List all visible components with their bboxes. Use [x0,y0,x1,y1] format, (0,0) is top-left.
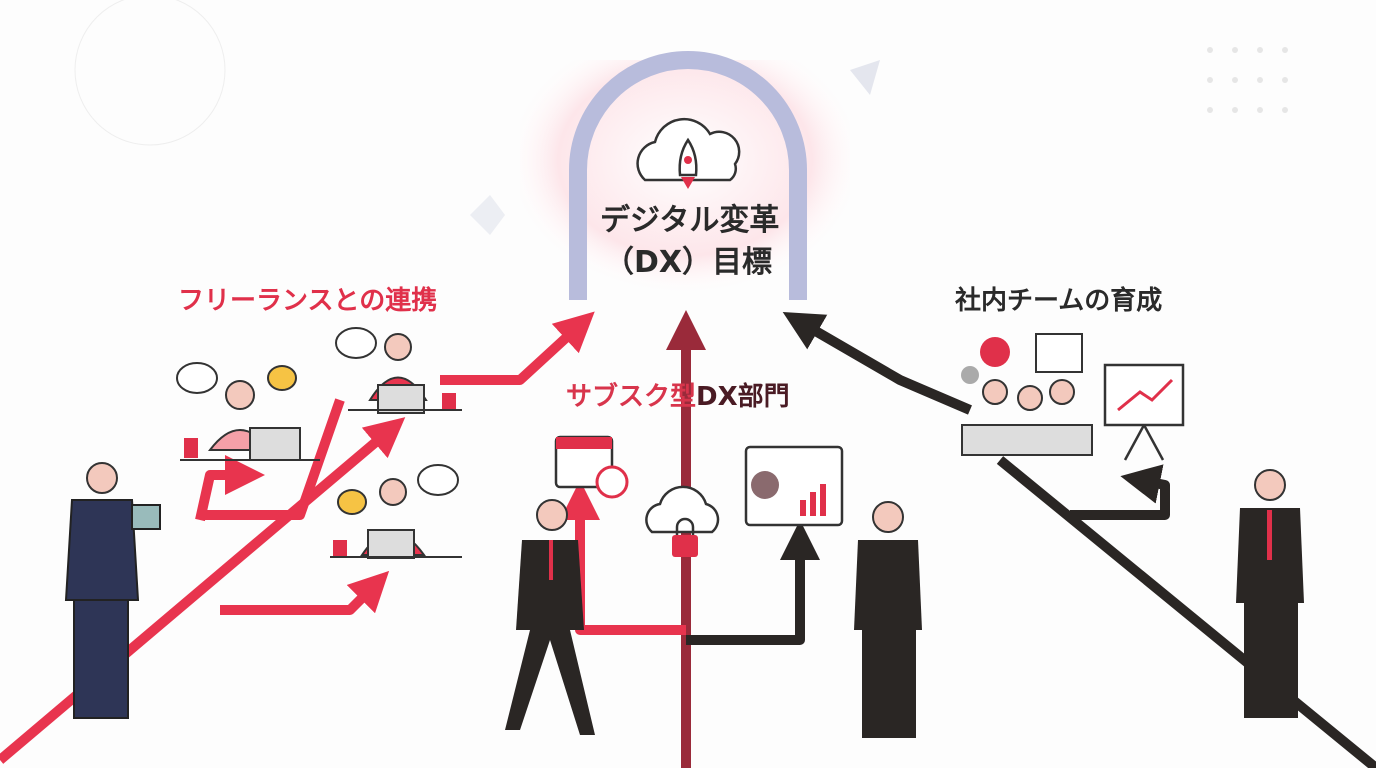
laptop-icon [367,529,415,559]
freelancer-man-top [348,333,462,414]
laptop-icon [249,427,301,461]
freelancer-woman [180,380,320,461]
dx-goal-title: デジタル変革 （DX）目標 [600,200,780,284]
goal-arch [569,51,807,300]
subscription-label-part2: DX部門 [696,382,790,412]
calendar-icon [554,435,629,499]
freelance-label: フリーランスとの連携 [178,286,438,316]
laptop-icon [377,384,425,414]
subscription-dx-label: サブスク型DX部門 [566,376,790,413]
businessman-pointing-center [854,501,922,738]
gear-icon [961,366,979,384]
businessman-tablet [64,462,161,719]
coffee-cup-icon [184,438,198,458]
chat-bubble-icons [176,327,459,515]
freelance-arrows [0,311,595,764]
triangle-decoration [850,60,880,95]
internal-team-arrows [782,311,1376,768]
businessman-thinking [1236,469,1304,718]
hatched-circle-decoration [74,0,226,146]
gear-icon [980,337,1010,367]
dx-goal-line2: （DX）目標 [603,245,773,280]
subscription-label-part1: サブスク型 [566,382,697,412]
diamond-decoration [470,195,505,235]
coffee-cup-icon [442,393,456,409]
cloud-rocket-icon [636,117,741,189]
dashboard-chart-icon [744,445,844,527]
cloud-lock-icon [645,485,720,557]
businessman-walking [505,499,595,735]
internal-team-group [961,333,1093,456]
coffee-cup-icon [333,540,347,556]
dx-goal-line1: デジタル変革 [600,203,780,238]
freelancer-man-bottom [330,478,462,559]
code-window-icon [1035,333,1083,373]
presentation-board-icon [1103,363,1185,461]
internal-team-label: 社内チームの育成 [955,286,1163,316]
dot-grid-decoration [1207,47,1288,113]
